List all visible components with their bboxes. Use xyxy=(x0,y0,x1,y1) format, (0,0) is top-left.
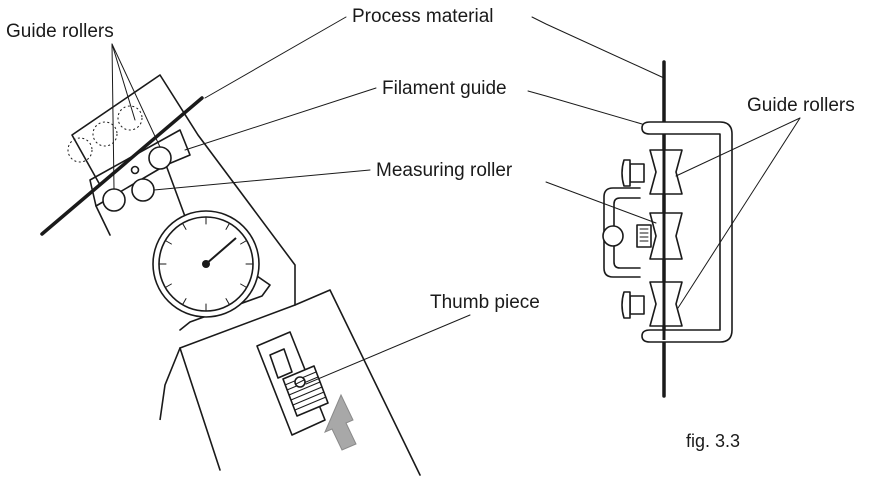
thumb-piece xyxy=(282,365,329,417)
leader-process-left xyxy=(204,16,347,99)
dial-tick xyxy=(225,298,230,306)
process-material-left xyxy=(40,96,204,236)
side-guide-roller-bottom xyxy=(621,281,683,327)
leader-guide-left-3 xyxy=(111,43,136,121)
adjustment-knob xyxy=(602,225,624,247)
thumb-slot xyxy=(256,331,326,436)
label-guide-rollers-left: Guide rollers xyxy=(6,21,114,42)
label-filament-guide: Filament guide xyxy=(382,78,507,99)
measuring-roller xyxy=(131,178,155,202)
label-measuring-roller: Measuring roller xyxy=(376,160,513,181)
side-measuring-roller xyxy=(649,212,683,260)
thumb-slot-inner xyxy=(269,348,293,379)
label-thumb-piece: Thumb piece xyxy=(430,292,540,313)
leader-guide-right-1 xyxy=(675,117,801,177)
leader-measuring-left xyxy=(153,169,371,191)
guide-roller-upper xyxy=(148,146,172,170)
leader-measuring-right xyxy=(545,181,657,224)
dial-tick xyxy=(164,240,172,245)
guide-roller-dashed-1 xyxy=(67,137,93,163)
dial-tick xyxy=(225,222,230,230)
leader-thumb xyxy=(305,314,471,385)
guide-roller-lower xyxy=(102,188,126,212)
dial-tick xyxy=(164,283,172,288)
guide-roller-dashed-2 xyxy=(92,121,118,147)
dial-tick xyxy=(240,283,248,288)
dial-tick xyxy=(182,222,187,230)
dial-hub xyxy=(202,260,210,268)
leader-filament-left xyxy=(184,87,377,151)
leader-guide-left-1 xyxy=(111,43,115,190)
dial-gauge xyxy=(152,210,260,318)
label-process-material: Process material xyxy=(352,6,494,27)
dial-tick xyxy=(240,240,248,245)
label-guide-rollers-right: Guide rollers xyxy=(747,95,855,116)
roller-carrier-plate xyxy=(89,129,191,207)
leader-process-right xyxy=(531,16,665,79)
figure-caption: fig. 3.3 xyxy=(686,431,741,451)
guide-roller-dashed-3 xyxy=(117,105,143,131)
leader-guide-right-2 xyxy=(677,117,801,309)
knob-spring xyxy=(636,224,652,248)
leader-guide-left-2 xyxy=(111,43,161,148)
push-arrow xyxy=(324,393,357,451)
roller-pivot xyxy=(130,165,140,175)
filament-guide-bracket xyxy=(641,121,733,343)
dial-tick xyxy=(182,298,187,306)
dial-needle xyxy=(205,237,237,265)
leader-filament-right xyxy=(527,90,643,125)
leader-lines xyxy=(111,16,801,385)
meter-handle xyxy=(179,289,421,476)
side-guide-roller-top xyxy=(621,149,683,195)
